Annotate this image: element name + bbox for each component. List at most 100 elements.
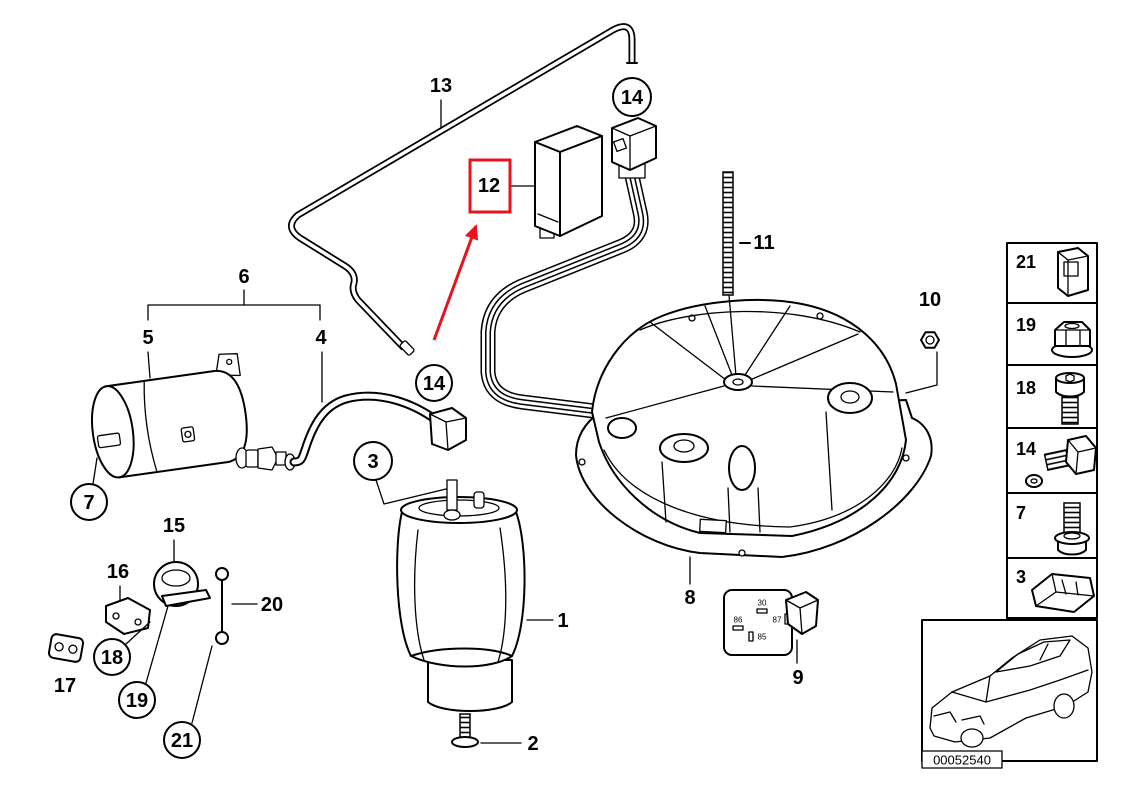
spring-piston — [427, 659, 513, 712]
air-line-tube — [288, 23, 638, 356]
housing-pocket-inner — [840, 390, 860, 404]
flange-bolt-hole — [578, 458, 586, 466]
housing-notch — [699, 518, 727, 534]
housing-pocket — [659, 433, 709, 463]
legend-label-18: 18 — [1016, 378, 1036, 398]
callout-11: 11 — [753, 232, 774, 254]
plate-body — [47, 633, 85, 663]
hose-fitting — [245, 449, 259, 468]
car-windows — [995, 639, 1071, 673]
callout-label: 18 — [101, 647, 123, 669]
callout-4: 4 — [315, 327, 327, 349]
bellows-fold — [414, 527, 507, 663]
pressure-reservoir — [91, 353, 248, 479]
link-rod-bottom-joint — [215, 631, 229, 645]
connector-plug-top — [611, 117, 657, 179]
callout-label: 3 — [367, 451, 378, 473]
callout-18: 18 — [93, 638, 131, 676]
callout-circle — [612, 77, 652, 117]
flange-bolt-icon — [1054, 502, 1090, 556]
callout-8: 8 — [684, 587, 695, 609]
car-headlight — [933, 711, 985, 725]
housing-walls — [661, 411, 833, 533]
tank-end — [91, 385, 135, 479]
legend-label-19: 19 — [1016, 315, 1036, 335]
housing-tab-hole — [688, 314, 696, 322]
car-wheel-rear — [1053, 693, 1075, 719]
car-body — [929, 635, 1093, 743]
plate-hole — [68, 644, 78, 654]
hose-fitting-icon — [1025, 435, 1097, 488]
relay-pin-label: 86 — [734, 616, 743, 625]
bracket-hole — [134, 618, 142, 626]
tank-body — [105, 369, 248, 479]
callout-7: 7 — [70, 483, 108, 521]
fitting-ring-hole — [1030, 478, 1038, 484]
threaded-rod — [722, 171, 734, 296]
hex-nut — [920, 331, 940, 349]
vehicle-thumbnail — [921, 619, 1098, 762]
relay-clip-edge — [785, 599, 819, 635]
callout-label: 14 — [423, 373, 446, 395]
callout-19: 19 — [118, 681, 156, 719]
legend-frame — [1006, 242, 1098, 619]
spring-clip-icon — [1031, 573, 1095, 613]
legend-dividers — [1006, 302, 1098, 559]
flange-nut-edges — [1054, 329, 1091, 347]
module-detail — [537, 213, 559, 223]
housing-pocket — [607, 417, 637, 439]
callout-16: 16 — [107, 561, 129, 583]
housing-ribs — [605, 305, 894, 419]
car-wheel-front — [960, 728, 984, 748]
housing-hub — [723, 373, 753, 391]
callout-label: 7 — [83, 492, 94, 514]
callout-21: 21 — [163, 721, 201, 759]
tank-clip — [96, 432, 122, 449]
flange-bolt-hole — [738, 549, 746, 557]
leader-21 — [191, 645, 213, 724]
small-parts-legend: 21 19 18 14 7 — [1006, 242, 1098, 619]
leader-7 — [92, 457, 98, 485]
leader-5 — [147, 351, 151, 379]
vehicle-frame — [921, 619, 1098, 762]
harness-layer-4 — [486, 175, 643, 414]
callout-label: 21 — [171, 730, 193, 752]
housing-hub-inner — [732, 378, 744, 386]
highlight-arrow — [432, 224, 479, 341]
group-bracket-6 — [147, 304, 321, 321]
flange-nut-icon — [1051, 321, 1093, 358]
callout-label: 19 — [126, 690, 148, 712]
height-sensor-assembly — [47, 561, 229, 663]
flange-bolt-shank — [1063, 502, 1081, 536]
housing-tab-hole — [816, 312, 824, 320]
bolt-washer — [451, 736, 479, 748]
housing-skirt — [603, 447, 903, 528]
flange-bolt-flange — [1054, 531, 1090, 545]
bellows-bottom-ring — [410, 647, 513, 657]
hose-inner — [291, 393, 439, 465]
spare-wheel-housing — [575, 294, 933, 558]
tank-fitting-port — [184, 430, 192, 438]
bracket-hole — [112, 612, 120, 620]
callout-2: 2 — [527, 733, 538, 755]
flange-nut-hex — [1054, 321, 1091, 347]
hose-connector-edge — [429, 413, 467, 451]
nut-hex — [920, 331, 940, 349]
stud-bolt — [451, 713, 479, 748]
spring-bellows — [396, 511, 526, 668]
cover-plate — [47, 633, 85, 663]
callout-14-top: 14 — [612, 77, 652, 117]
callout-circle — [70, 483, 108, 521]
housing-pocket — [728, 445, 756, 491]
fitting-ring — [1025, 474, 1043, 488]
spring-top-plate — [400, 496, 518, 524]
relay-pin-label: 30 — [758, 599, 767, 608]
leader-3 — [375, 479, 447, 505]
spring-boss — [473, 491, 485, 509]
callout-5: 5 — [142, 327, 153, 349]
tube-bottom-end — [399, 340, 415, 356]
relay-slot-30 — [756, 608, 768, 614]
housing-pocket-inner — [673, 439, 695, 453]
callout-14-middle: 14 — [415, 364, 453, 402]
sensor-arm — [161, 589, 211, 607]
